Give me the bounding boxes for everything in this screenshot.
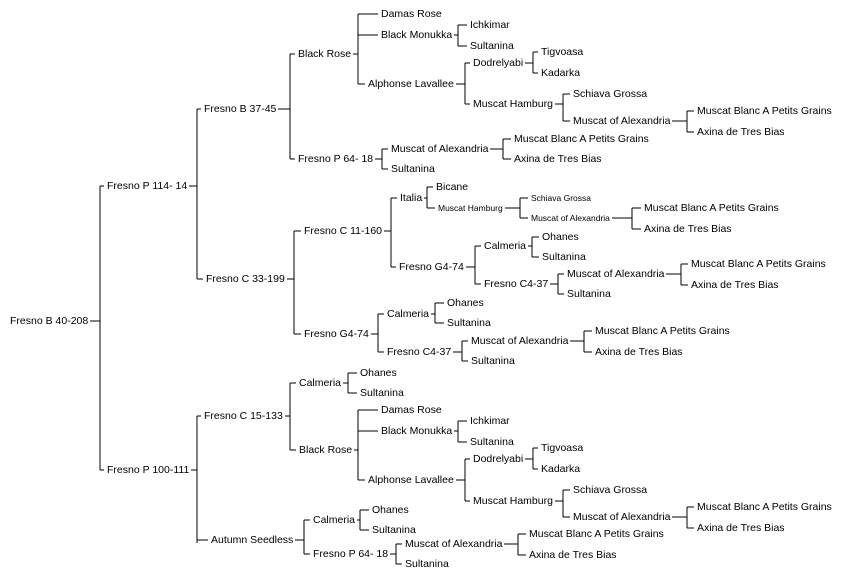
node-label-autumn-seedless: Autumn Seedless <box>211 534 293 546</box>
node-label-muscat-of-alexandria: Muscat of Alexandria <box>405 538 503 550</box>
node-label-calmeria: Calmeria <box>313 514 355 526</box>
node-label-fresno-g4-74: Fresno G4-74 <box>399 261 464 273</box>
node-label-black-monukka: Black Monukka <box>381 425 452 437</box>
node-label-axina-de-tres-bias: Axina de Tres Bias <box>514 153 602 165</box>
node-label-ohanes: Ohanes <box>447 297 484 309</box>
node-label-black-monukka: Black Monukka <box>381 29 452 41</box>
node-label-ohanes: Ohanes <box>360 367 397 379</box>
node-label-muscat-blanc-a-petits-grains: Muscat Blanc A Petits Grains <box>691 258 826 270</box>
node-label-sultanina: Sultanina <box>471 355 515 367</box>
node-label-damas-rose: Damas Rose <box>381 8 442 20</box>
node-label-sultanina: Sultanina <box>372 524 416 536</box>
node-label-axina-de-tres-bias: Axina de Tres Bias <box>697 126 785 138</box>
node-label-axina-de-tres-bias: Axina de Tres Bias <box>697 522 785 534</box>
node-label-black-rose: Black Rose <box>299 444 352 456</box>
node-label-calmeria: Calmeria <box>387 308 429 320</box>
node-label-sultanina: Sultanina <box>391 163 435 175</box>
node-label-muscat-hamburg: Muscat Hamburg <box>473 98 553 110</box>
node-label-black-rose: Black Rose <box>298 48 351 60</box>
node-label-fresno-b-40-208: Fresno B 40-208 <box>10 315 88 327</box>
node-label-tigvoasa: Tigvoasa <box>541 46 583 58</box>
node-label-sultanina: Sultanina <box>470 436 514 448</box>
node-label-sultanina: Sultanina <box>567 288 611 300</box>
node-label-sultanina: Sultanina <box>542 251 586 263</box>
node-label-ohanes: Ohanes <box>542 231 579 243</box>
node-label-fresno-c-11-160: Fresno C 11-160 <box>304 225 382 237</box>
node-label-dodrelyabi: Dodrelyabi <box>473 453 523 465</box>
node-label-sultanina: Sultanina <box>405 558 449 570</box>
node-label-axina-de-tres-bias: Axina de Tres Bias <box>691 279 779 291</box>
node-label-muscat-blanc-a-petits-grains: Muscat Blanc A Petits Grains <box>697 501 832 513</box>
node-label-fresno-p-114-14: Fresno P 114- 14 <box>107 180 187 192</box>
node-label-ichkimar: Ichkimar <box>470 415 510 427</box>
node-label-fresno-c-33-199: Fresno C 33-199 <box>206 273 285 285</box>
node-label-muscat-hamburg: Muscat Hamburg <box>473 495 553 507</box>
node-label-fresno-c4-37: Fresno C4-37 <box>387 346 451 358</box>
node-label-tigvoasa: Tigvoasa <box>541 442 583 454</box>
node-label-muscat-blanc-a-petits-grains: Muscat Blanc A Petits Grains <box>644 202 779 214</box>
node-label-axina-de-tres-bias: Axina de Tres Bias <box>595 346 683 358</box>
node-label-schiava-grossa: Schiava Grossa <box>573 484 647 496</box>
node-label-fresno-c4-37: Fresno C4-37 <box>484 278 548 290</box>
node-label-kadarka: Kadarka <box>541 67 580 79</box>
node-label-damas-rose: Damas Rose <box>381 404 442 416</box>
node-label-dodrelyabi: Dodrelyabi <box>473 57 523 69</box>
node-label-axina-de-tres-bias: Axina de Tres Bias <box>529 549 617 561</box>
node-label-muscat-blanc-a-petits-grains: Muscat Blanc A Petits Grains <box>529 528 664 540</box>
node-label-muscat-of-alexandria: Muscat of Alexandria <box>567 268 665 280</box>
node-label-muscat-of-alexandria: Muscat of Alexandria <box>531 213 610 223</box>
node-label-fresno-p-64-18: Fresno P 64- 18 <box>298 153 373 165</box>
node-label-bicane: Bicane <box>436 181 468 193</box>
node-label-muscat-of-alexandria: Muscat of Alexandria <box>471 335 569 347</box>
node-label-muscat-blanc-a-petits-grains: Muscat Blanc A Petits Grains <box>514 133 649 145</box>
node-label-muscat-blanc-a-petits-grains: Muscat Blanc A Petits Grains <box>595 325 730 337</box>
node-label-sultanina: Sultanina <box>360 387 404 399</box>
node-label-ohanes: Ohanes <box>372 504 409 516</box>
node-label-sultanina: Sultanina <box>447 317 491 329</box>
node-label-italia: Italia <box>400 192 422 204</box>
node-label-calmeria: Calmeria <box>484 240 526 252</box>
node-label-muscat-of-alexandria: Muscat of Alexandria <box>573 511 671 523</box>
node-label-muscat-of-alexandria: Muscat of Alexandria <box>573 115 671 127</box>
node-label-alphonse-lavallee: Alphonse Lavallee <box>368 78 454 90</box>
node-label-kadarka: Kadarka <box>541 463 580 475</box>
node-label-schiava-grossa: Schiava Grossa <box>573 88 647 100</box>
node-label-alphonse-lavallee: Alphonse Lavallee <box>368 474 454 486</box>
node-label-calmeria: Calmeria <box>299 377 341 389</box>
node-label-axina-de-tres-bias: Axina de Tres Bias <box>644 223 732 235</box>
node-label-muscat-of-alexandria: Muscat of Alexandria <box>391 143 489 155</box>
node-label-schiava-grossa: Schiava Grossa <box>531 193 591 203</box>
node-label-muscat-blanc-a-petits-grains: Muscat Blanc A Petits Grains <box>697 105 832 117</box>
node-label-fresno-p-64-18: Fresno P 64- 18 <box>313 548 388 560</box>
node-label-fresno-c-15-133: Fresno C 15-133 <box>204 410 283 422</box>
node-label-sultanina: Sultanina <box>470 40 514 52</box>
node-label-fresno-g4-74: Fresno G4-74 <box>304 328 369 340</box>
node-label-fresno-p-100-111: Fresno P 100-111 <box>107 464 189 476</box>
node-label-ichkimar: Ichkimar <box>470 19 510 31</box>
node-label-fresno-b-37-45: Fresno B 37-45 <box>204 103 277 115</box>
node-label-muscat-hamburg: Muscat Hamburg <box>438 203 503 213</box>
